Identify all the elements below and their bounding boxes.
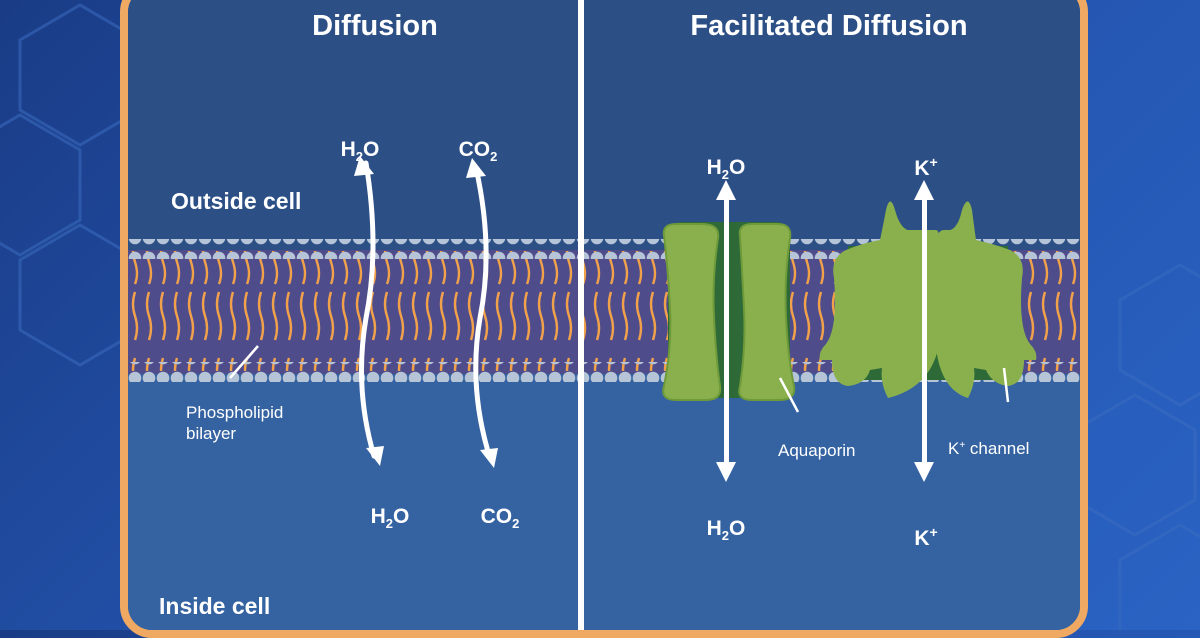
h2o-top-left-sub: 2 bbox=[355, 149, 364, 164]
bilayer-callout-line bbox=[229, 345, 259, 379]
bilayer-label: Phospholipid bilayer bbox=[186, 402, 283, 444]
h2o-top-left-h: H bbox=[340, 138, 356, 161]
h2o-bottom-right-sub: 2 bbox=[721, 528, 730, 543]
h2o-top-right-o: O bbox=[729, 156, 746, 179]
k-channel-label: K+ channel bbox=[948, 435, 1029, 459]
potassium-channel-protein bbox=[819, 201, 1037, 398]
k-channel-body-right bbox=[934, 201, 1037, 398]
k-ion-bottom: K+ bbox=[914, 524, 937, 551]
h2o-bottom-left-h: H bbox=[370, 505, 386, 528]
k-channel-label-rest: channel bbox=[965, 439, 1030, 458]
h2o-bottom-left-sub: 2 bbox=[385, 516, 394, 531]
k-channel-label-k: K bbox=[948, 439, 960, 458]
aquaporin-label: Aquaporin bbox=[778, 441, 856, 460]
co2-bottom-left: CO2 bbox=[481, 505, 520, 531]
h2o-top-right: H2O bbox=[707, 156, 746, 182]
k-ion-top: K+ bbox=[914, 154, 937, 181]
aquaporin-left-subunit bbox=[662, 223, 722, 401]
inside-cell-label: Inside cell bbox=[159, 593, 271, 619]
bilayer-label-line1: Phospholipid bbox=[186, 403, 284, 422]
h2o-top-right-sub: 2 bbox=[721, 167, 730, 182]
h2o-top-left: H2O bbox=[341, 138, 380, 164]
h2o-channel-arrow bbox=[716, 180, 736, 482]
bilayer-label-line2: bilayer bbox=[186, 424, 237, 443]
h2o-bottom-right-h: H bbox=[706, 517, 722, 540]
aquaporin-right-subunit bbox=[738, 223, 796, 401]
h2o-bottom-right-o: O bbox=[729, 517, 746, 540]
panel-divider bbox=[578, 0, 584, 630]
k-channel-label-sup: + bbox=[959, 440, 966, 451]
outside-cell-label: Outside cell bbox=[171, 188, 302, 214]
co2-diffusion-arrow bbox=[473, 165, 493, 461]
k-ion-bottom-k: K bbox=[914, 527, 930, 550]
co2-top-left-co: CO bbox=[458, 138, 491, 161]
co2-top-left-sub: 2 bbox=[490, 149, 498, 164]
h2o-bottom-right: H2O bbox=[707, 517, 746, 543]
diagram-frame: Diffusion Outside cell Inside cell Phosp… bbox=[120, 0, 1088, 638]
facilitated-diffusion-title: Facilitated Diffusion bbox=[690, 10, 968, 42]
k-channel-body bbox=[819, 201, 942, 398]
k-ion-top-sup: + bbox=[929, 154, 938, 170]
k-channel-arrow bbox=[914, 180, 934, 482]
co2-bottom-left-sub: 2 bbox=[512, 516, 520, 531]
k-ion-bottom-sup: + bbox=[929, 524, 938, 540]
k-ion-top-k: K bbox=[914, 157, 930, 180]
aquaporin-callout-line bbox=[778, 377, 800, 413]
k-channel-callout-line bbox=[1002, 367, 1010, 403]
h2o-top-left-o: O bbox=[363, 138, 380, 161]
h2o-bottom-left: H2O bbox=[371, 505, 410, 531]
h2o-diffusion-arrow bbox=[359, 160, 377, 459]
co2-top-left: CO2 bbox=[459, 138, 498, 164]
co2-bottom-left-co: CO bbox=[480, 505, 513, 528]
h2o-bottom-left-o: O bbox=[393, 505, 410, 528]
h2o-top-right-h: H bbox=[706, 156, 722, 179]
diffusion-title: Diffusion bbox=[312, 10, 438, 42]
membrane-diagram bbox=[128, 0, 1080, 630]
